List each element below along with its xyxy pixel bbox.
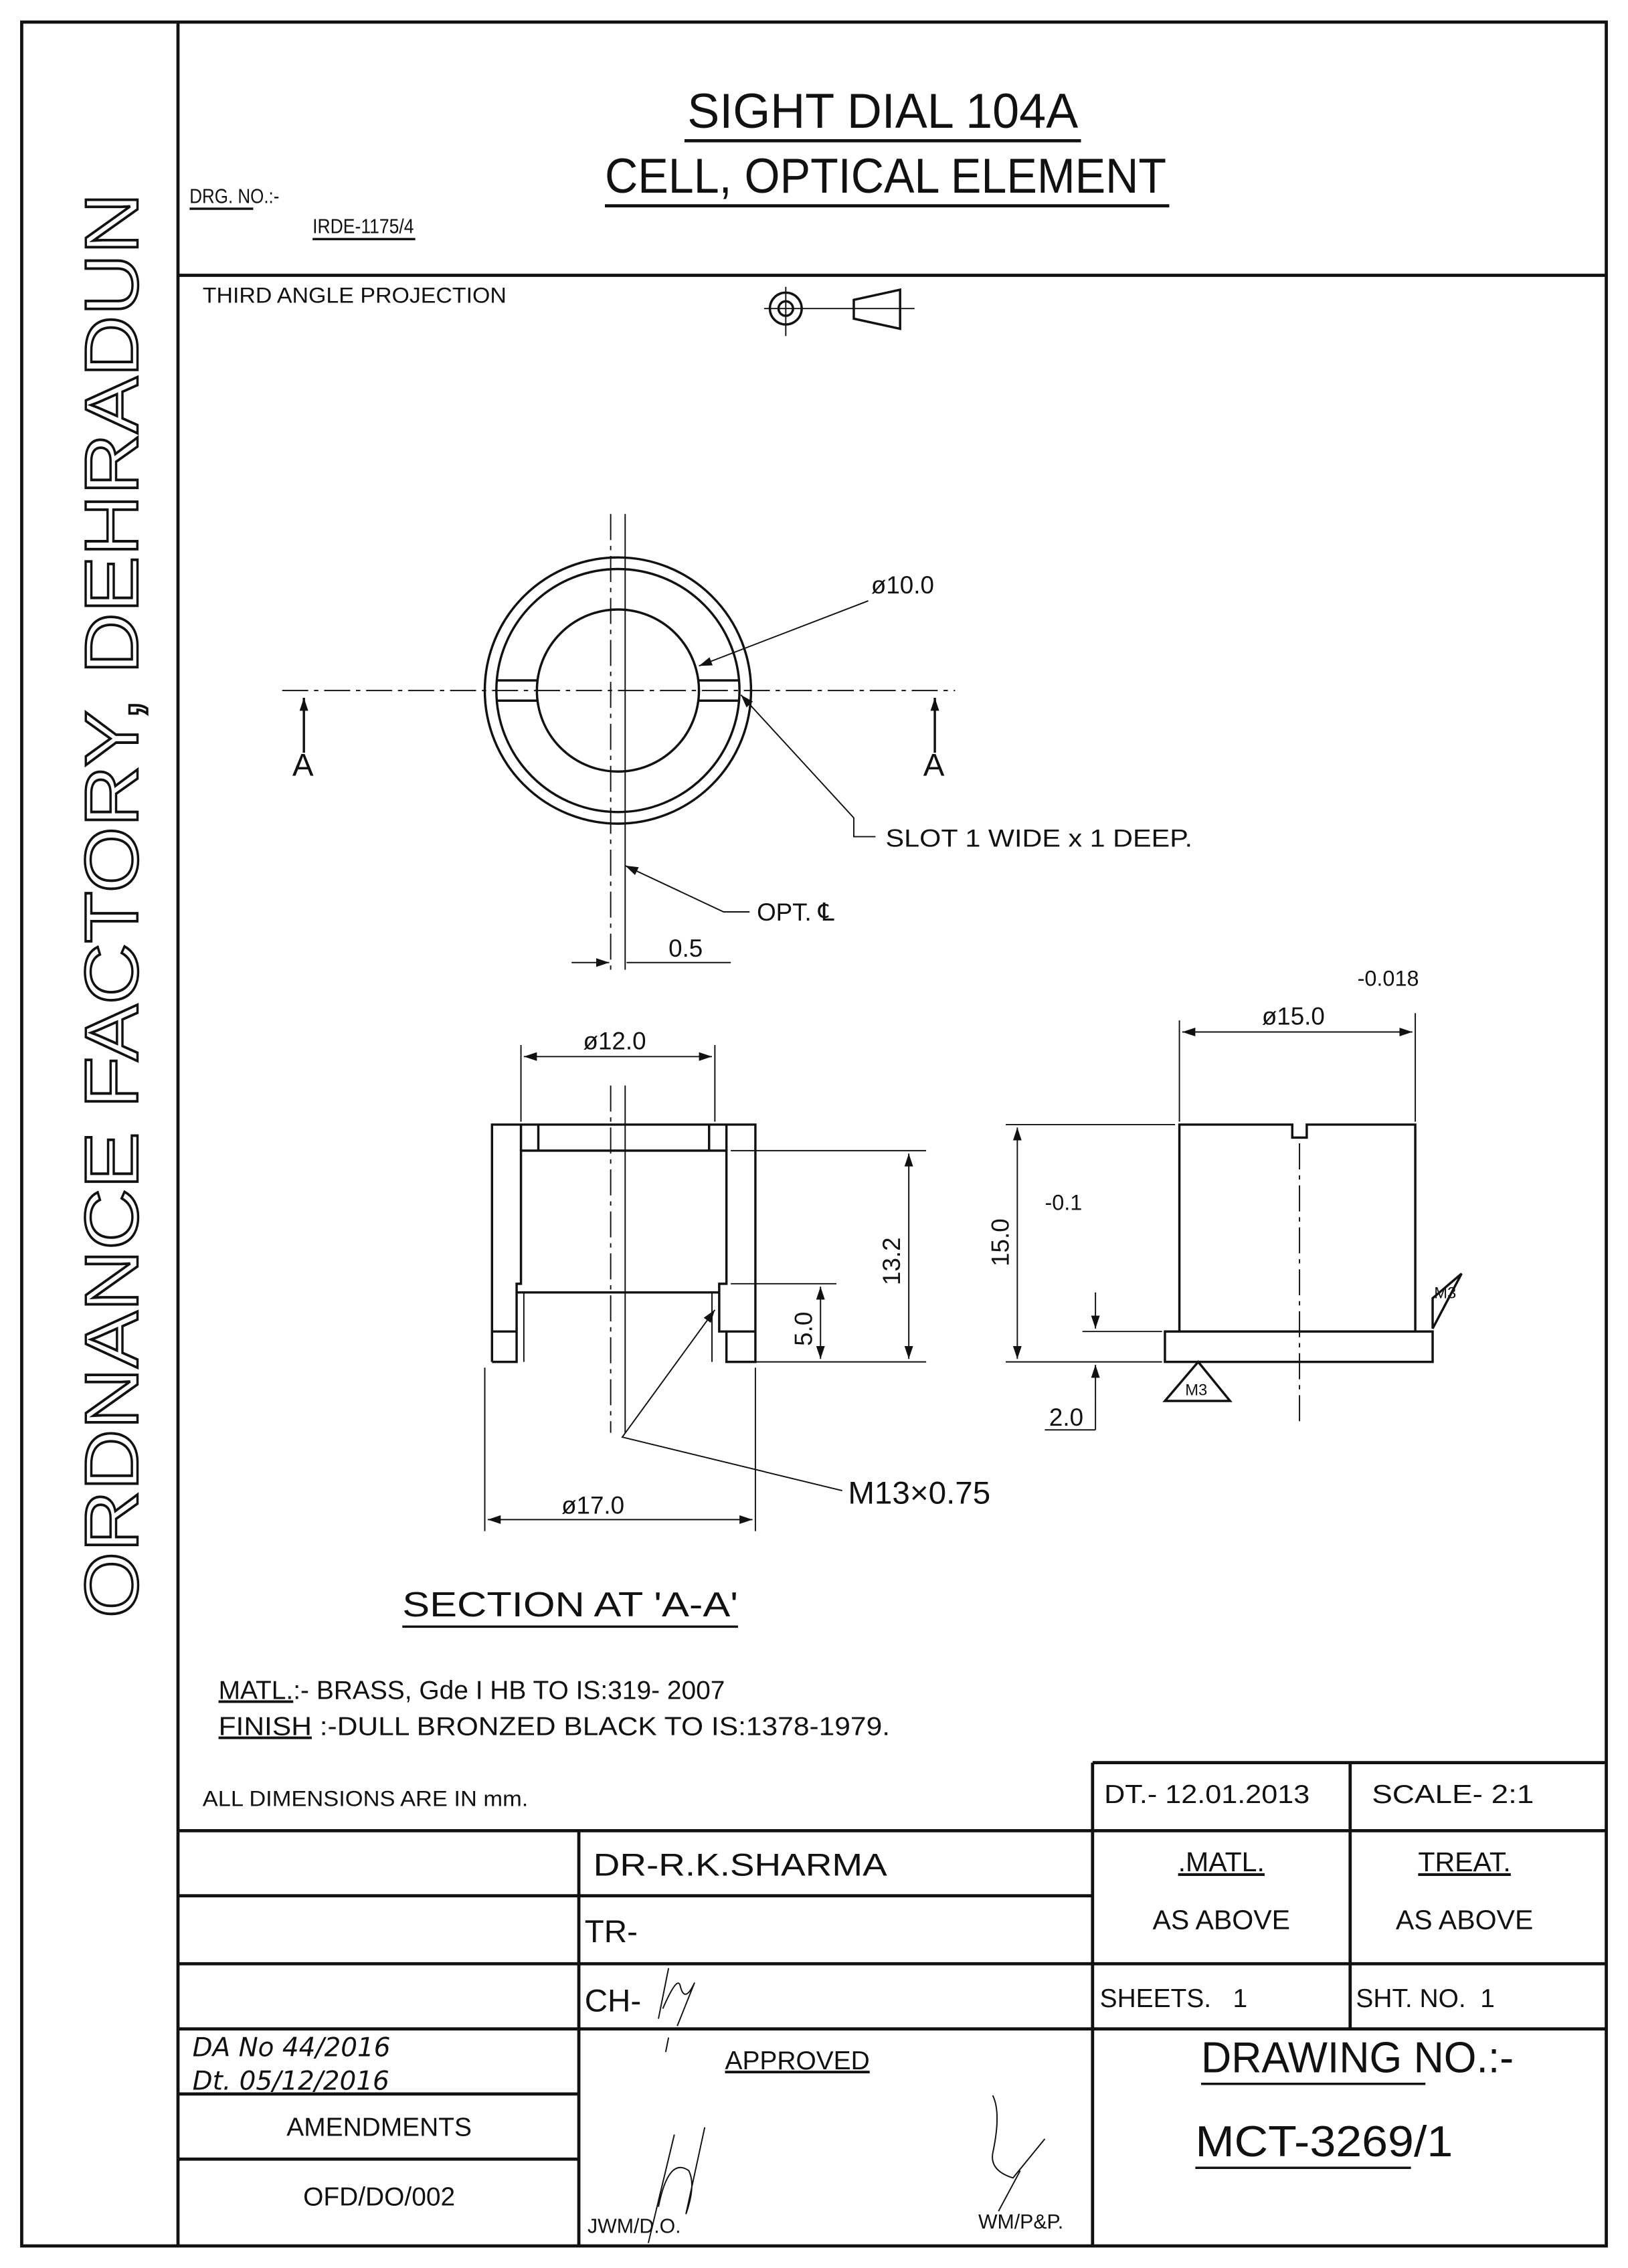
material-heading: .MATL. — [1178, 1847, 1265, 1877]
checked-by: CH- — [585, 1984, 642, 2019]
dim-bore-diameter: ø12.0 — [583, 1027, 646, 1054]
drawing-number: MCT-3269/1 — [1195, 2117, 1453, 2166]
sheets-count: SHEETS. 1 — [1100, 1984, 1248, 2013]
treatment-heading: TREAT. — [1418, 1847, 1510, 1877]
organization-name: ORDNANCE FACTORY, DEHRADUN — [69, 193, 153, 1618]
reference-code: OFD/DO/002 — [303, 2182, 455, 2211]
amendment-date: Dt. 05/12/2016 — [193, 2066, 389, 2096]
drawing-number-label: DRAWING NO.:- — [1201, 2033, 1514, 2081]
material-note: MATL.:- BRASS, Gde I HB TO IS:319- 2007 — [219, 1677, 725, 1705]
jwm-label: JWM/D.O. — [587, 2216, 681, 2238]
third-angle-projection-icon — [763, 286, 915, 337]
dim-flange: 2.0 — [1049, 1404, 1083, 1431]
scale: SCALE- 2:1 — [1372, 1780, 1534, 1809]
dim-inner-diameter: ø10.0 — [871, 571, 934, 599]
drawing-frame — [20, 20, 1608, 2248]
optical-centerline-note: OPT. ℄ — [757, 899, 834, 926]
section-caption: SECTION AT 'A-A' — [402, 1585, 738, 1624]
finish-mark-bottom: M3 — [1185, 1381, 1207, 1399]
treatment-value: AS ABOVE — [1396, 1904, 1534, 1935]
title-line-2: CELL, OPTICAL ELEMENT — [605, 148, 1166, 203]
drg-no-label: DRG. NO.:- — [189, 185, 279, 207]
projection-label: THIRD ANGLE PROJECTION — [203, 284, 507, 308]
date: DT.- 12.01.2013 — [1104, 1780, 1309, 1809]
section-view — [484, 1044, 927, 1531]
finish-note: FINISH :-DULL BRONZED BLACK TO IS:1378-1… — [219, 1713, 890, 1741]
amendments-label: AMENDMENTS — [286, 2113, 472, 2142]
thread-spec: M13×0.75 — [848, 1476, 990, 1511]
dim-offset: 0.5 — [668, 935, 703, 962]
title-line-1: SIGHT DIAL 104A — [687, 83, 1078, 138]
wm-signature — [992, 2095, 1046, 2212]
title-block-grid — [178, 1761, 1607, 2247]
finish-mark-right: M3 — [1434, 1284, 1456, 1302]
section-mark-left: A — [292, 748, 314, 783]
dim-diameter-tolerance: -0.018 — [1358, 966, 1419, 990]
dim-total-depth: 13.2 — [878, 1237, 905, 1285]
dim-outer-diameter: ø17.0 — [561, 1492, 624, 1519]
jwm-signature — [647, 2127, 706, 2243]
top-view — [282, 514, 956, 970]
units-note: ALL DIMENSIONS ARE IN mm. — [203, 1787, 529, 1811]
wm-label: WM/P&P. — [978, 2211, 1063, 2233]
slot-note: SLOT 1 WIDE x 1 DEEP. — [886, 825, 1192, 852]
sheet-number: SHT. NO. 1 — [1356, 1984, 1495, 2013]
approved-label: APPROVED — [725, 2047, 870, 2075]
drawn-by: DR-R.K.SHARMA — [594, 1847, 887, 1883]
section-mark-right: A — [923, 748, 945, 783]
checker-signature — [658, 1968, 695, 2053]
drg-no-value: IRDE-1175/4 — [312, 216, 414, 238]
traced-by: TR- — [585, 1914, 638, 1950]
dim-side-diameter: ø15.0 — [1262, 1003, 1325, 1030]
side-view — [1006, 1013, 1463, 1431]
material-value: AS ABOVE — [1153, 1904, 1291, 1935]
dim-height-tolerance: -0.1 — [1045, 1191, 1082, 1215]
amendment-number: DA No 44/2016 — [193, 2033, 391, 2063]
dim-height: 15.0 — [986, 1218, 1014, 1266]
dim-thread-depth: 5.0 — [790, 1312, 817, 1346]
